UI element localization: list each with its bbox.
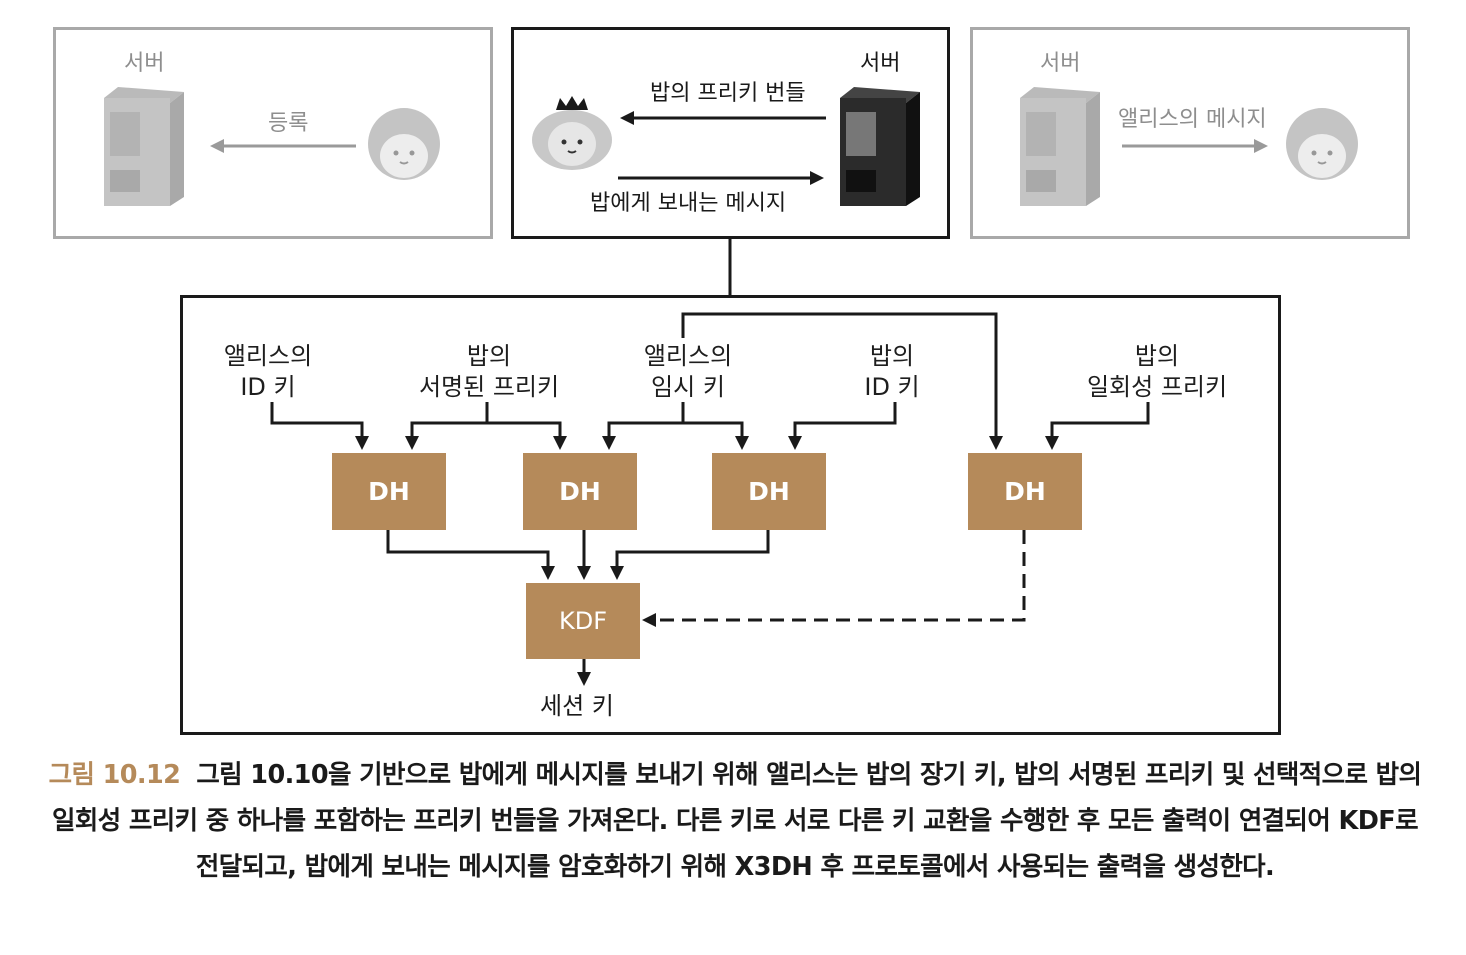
caption-text: 그림 10.10을 기반으로 밥에게 메시지를 보내기 위해 앨리스는 밥의 장… bbox=[52, 760, 1422, 882]
center-server-label: 서버 bbox=[860, 51, 901, 76]
left-server-label: 서버 bbox=[124, 51, 165, 76]
register-arrow-label: 등록 bbox=[268, 111, 309, 136]
kdf-box: KDF bbox=[526, 583, 640, 659]
dh-box-3: DH bbox=[712, 453, 826, 530]
right-server-label: 서버 bbox=[1040, 51, 1081, 76]
prekey-bundle-label: 밥의 프리키 번들 bbox=[650, 81, 806, 106]
session-key-label: 세션 키 bbox=[540, 692, 614, 720]
alice-message-label: 앨리스의 메시지 bbox=[1118, 107, 1267, 132]
figure-number: 그림 10.12 bbox=[48, 760, 181, 790]
message-to-bob-label: 밥에게 보내는 메시지 bbox=[590, 191, 787, 216]
dh-box-2: DH bbox=[523, 453, 637, 530]
dh-box-4: DH bbox=[968, 453, 1082, 530]
key-bob-signed-prekey: 밥의 서명된 프리키 bbox=[418, 342, 560, 401]
key-alice-ephemeral: 앨리스의 임시 키 bbox=[643, 342, 733, 401]
key-bob-id: 밥의 ID 키 bbox=[864, 342, 920, 401]
key-bob-one-time-prekey: 밥의 일회성 프리키 bbox=[1086, 342, 1228, 401]
key-alice-id: 앨리스의 ID 키 bbox=[223, 342, 313, 401]
dh-box-1: DH bbox=[332, 453, 446, 530]
